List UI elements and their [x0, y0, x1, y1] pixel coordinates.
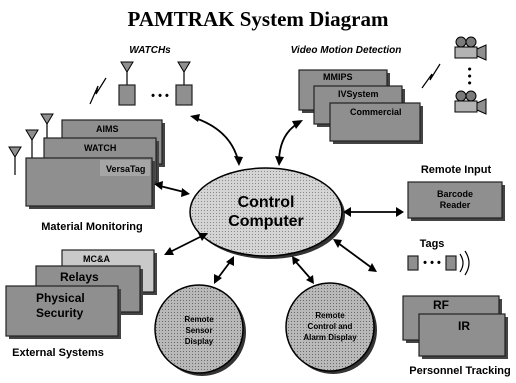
tag-icon	[407, 255, 419, 271]
tags-label: Tags	[420, 238, 445, 250]
arrow-material	[159, 185, 185, 193]
camera-ellipsis: • • •	[463, 67, 475, 85]
card-mca-label: MC&A	[83, 254, 110, 264]
remote-sensor-display: Remote Sensor Display	[154, 284, 246, 376]
camera-icon	[454, 36, 487, 61]
card-mmips-label: MMIPS	[323, 72, 353, 82]
remote-sensor-line1: Remote	[184, 315, 214, 324]
remote-input-label: Remote Input	[421, 164, 492, 176]
external-systems-label: External Systems	[12, 347, 104, 359]
watchs-ellipsis: • • •	[151, 90, 169, 102]
diagram-title: PAMTRAK System Diagram	[128, 7, 389, 31]
external-systems-group: MC&A Relays Physical Security External S…	[5, 249, 157, 359]
video-motion-group: Video Motion Detection MMIPS IVSystem Co…	[291, 36, 487, 144]
remote-input-group: Remote Input Barcode Reader	[407, 164, 505, 221]
watchs-group: WATCHs • • •	[89, 45, 193, 106]
tags-ellipsis: • • •	[423, 257, 441, 269]
remote-sensor-line3: Display	[185, 337, 214, 346]
card-aims-label: AIMS	[96, 124, 119, 134]
personnel-tracking-label: Personnel Tracking	[409, 365, 510, 377]
watchs-label: WATCHs	[129, 45, 171, 56]
arrow-video	[278, 123, 298, 161]
control-computer-line2: Computer	[228, 213, 304, 230]
control-computer: Control Computer	[189, 167, 345, 259]
card-relays-label: Relays	[60, 270, 99, 284]
arrow-watchs	[194, 117, 239, 161]
arrow-remote-control	[295, 261, 311, 279]
watch-unit-left	[118, 61, 136, 106]
card-ivsystem-label: IVSystem	[338, 89, 379, 99]
card-commercial	[329, 102, 421, 142]
radio-signal-icon	[89, 77, 107, 105]
remote-sensor-line2: Sensor	[185, 326, 212, 335]
physical-security-line1: Physical	[36, 291, 85, 305]
card-versatag-label: VersaTag	[106, 164, 145, 174]
watch-unit-right	[175, 61, 193, 106]
card-rf-label: RF	[433, 298, 449, 312]
signal-wave-icon	[459, 253, 464, 273]
control-computer-line1: Control	[238, 194, 295, 211]
remote-control-line1: Remote	[315, 311, 345, 320]
card-ir-label: IR	[458, 319, 470, 333]
physical-security-line2: Security	[36, 306, 84, 320]
personnel-tracking-group: RF IR Personnel Tracking	[402, 295, 511, 377]
barcode-reader-line1: Barcode	[437, 189, 473, 199]
arrow-personnel	[337, 242, 373, 269]
video-motion-label: Video Motion Detection	[291, 45, 402, 56]
remote-control-display: Remote Control and Alarm Display	[285, 282, 377, 374]
radio-signal-icon	[421, 63, 441, 89]
camera-icon	[454, 90, 487, 115]
antenna-icon	[8, 113, 54, 175]
tag-icon	[445, 255, 457, 271]
material-monitoring-group: AIMS WATCH VersaTag Material Monitoring	[8, 113, 165, 233]
remote-control-line3: Alarm Display	[303, 333, 357, 342]
card-watch-label: WATCH	[84, 143, 116, 153]
card-physical-security	[5, 285, 119, 337]
barcode-reader-line2: Reader	[440, 200, 471, 210]
arrow-remote-sensor	[217, 261, 231, 279]
arrow-external	[169, 235, 203, 253]
barcode-reader-box	[407, 181, 503, 219]
card-ir	[418, 313, 506, 357]
remote-control-line2: Control and	[308, 322, 353, 331]
connection-arrows	[154, 114, 404, 284]
card-commercial-label: Commercial	[350, 107, 402, 117]
tags-group: Tags • • •	[407, 238, 470, 276]
material-monitoring-label: Material Monitoring	[41, 221, 142, 233]
